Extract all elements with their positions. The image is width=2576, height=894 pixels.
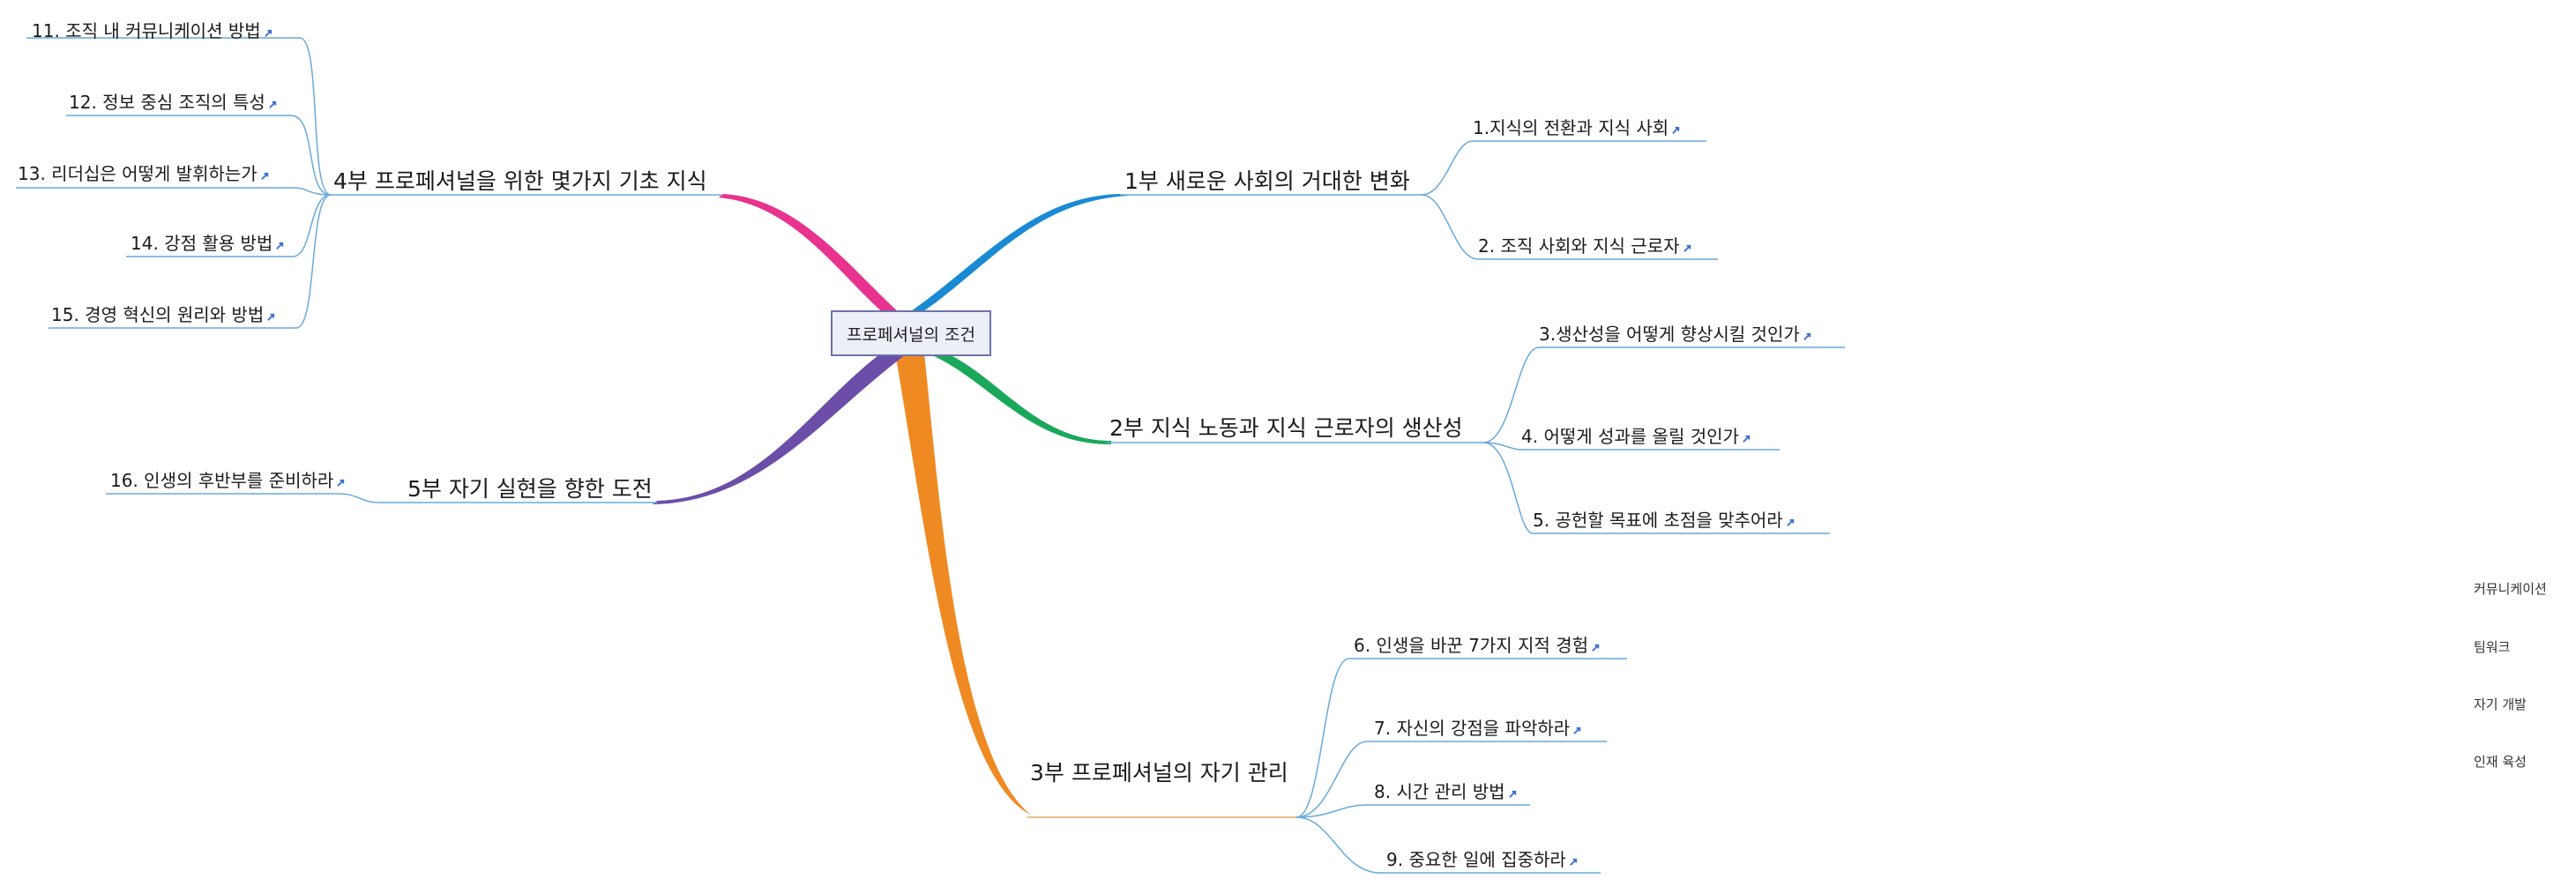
side-note[interactable]: 인재 육성 [2474,754,2527,770]
leaf-item[interactable]: 8. 시간 관리 방법 [1374,783,1518,801]
link-icon[interactable] [1683,244,1692,254]
leaf-item[interactable]: 7. 자신의 강점을 파악하라 [1374,719,1582,737]
branch-ribbon-b1 [908,194,1129,316]
link-icon[interactable] [268,101,278,110]
link-icon[interactable] [1591,644,1601,653]
link-icon[interactable] [1671,126,1681,136]
leaf-item[interactable]: 13. 리더십은 어떻게 발휘하는가 [18,165,270,183]
branch-b3-label[interactable]: 3부 프로페셔널의 자기 관리 [1030,760,1288,786]
link-icon[interactable] [1803,332,1812,342]
link-icon[interactable] [275,242,285,251]
branch-b2-label[interactable]: 2부 지식 노동과 지식 근로자의 생산성 [1109,415,1463,441]
leaf-item[interactable]: 11. 조직 내 커뮤니케이션 방법 [32,22,273,40]
link-icon[interactable] [1786,518,1796,528]
branch-ribbon-b4 [719,194,900,316]
leaf-item[interactable]: 14. 강점 활용 방법 [131,235,285,252]
leaf-item[interactable]: 4. 어떻게 성과를 올릴 것인가 [1521,428,1751,445]
leaf-item[interactable]: 9. 중요한 일에 집중하라 [1386,851,1579,868]
leaf-connectors [16,37,1845,874]
link-icon[interactable] [1742,435,1751,444]
leaf-item[interactable]: 5. 공헌할 목표에 초점을 맞추어라 [1533,511,1796,529]
branch-ribbon-b5 [653,353,908,504]
branch-b4-label[interactable]: 4부 프로페셔널을 위한 몇가지 기초 지식 [333,168,707,194]
center-topic[interactable]: 프로페셔널의 조건 [831,310,991,356]
side-note[interactable]: 팀워크 [2474,639,2511,655]
link-icon[interactable] [266,313,276,323]
side-note[interactable]: 커뮤니케이션 [2474,581,2547,597]
link-icon[interactable] [260,172,270,182]
link-icon[interactable] [1508,790,1518,800]
leaf-item[interactable]: 1.지식의 전환과 지식 사회 [1473,119,1681,137]
link-icon[interactable] [1569,858,1579,868]
leaf-item[interactable]: 16. 인생의 후반부를 준비하라 [110,472,346,489]
branch-ribbon-b2 [926,348,1111,445]
link-icon[interactable] [336,479,346,488]
leaf-item[interactable]: 15. 경영 혁신의 원리와 방법 [51,306,276,324]
link-icon[interactable] [264,29,273,39]
branch-b5-label[interactable]: 5부 자기 실현을 향한 도전 [407,476,653,502]
branch-ribbon-b3 [895,353,1032,816]
side-note[interactable]: 자기 개발 [2474,697,2527,712]
leaf-item[interactable]: 2. 조직 사회와 지식 근로자 [1478,237,1692,255]
leaf-item[interactable]: 12. 정보 중심 조직의 특성 [69,93,278,111]
center-topic-label: 프로페셔널의 조건 [847,324,975,345]
branch-b1-label[interactable]: 1부 새로운 사회의 거대한 변화 [1124,168,1410,194]
link-icon[interactable] [1572,726,1582,736]
leaf-item[interactable]: 3.생산성을 어떻게 향상시킬 것인가 [1539,325,1812,343]
leaf-item[interactable]: 6. 인생을 바꾼 7가지 지적 경험 [1354,637,1601,654]
